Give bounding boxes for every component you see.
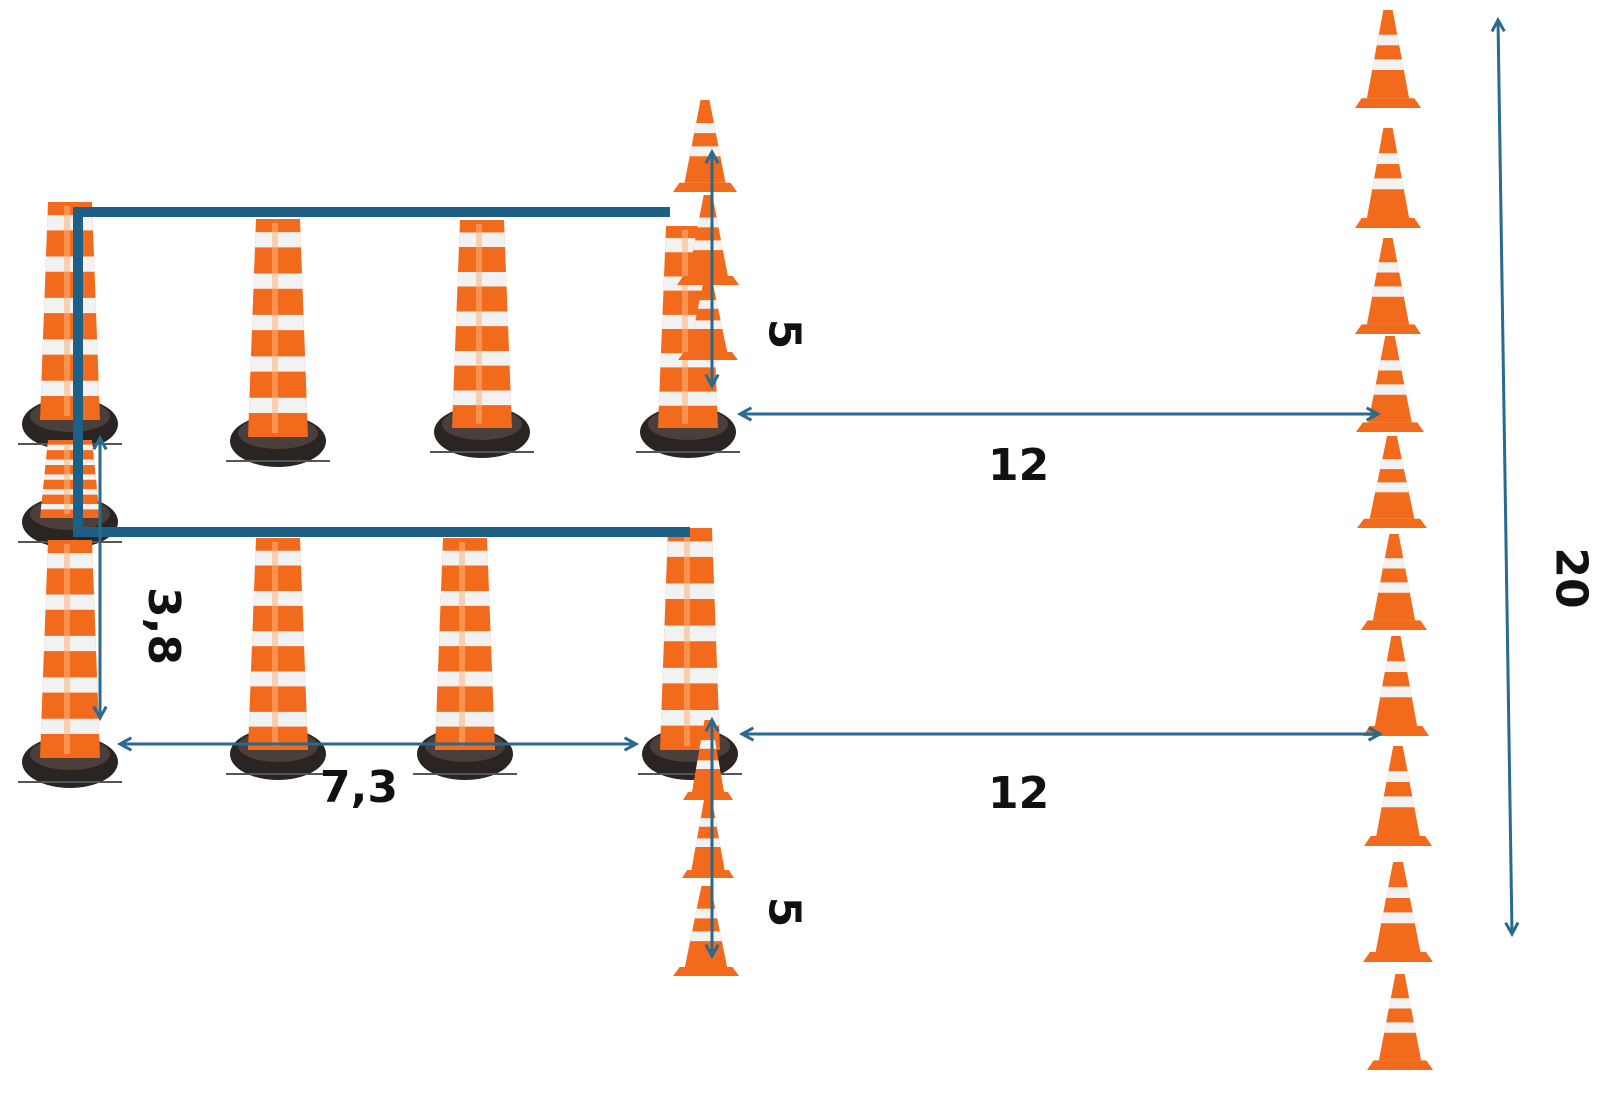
bottom-cone-gap-label: 5: [758, 896, 810, 928]
box-height-label: 3,8: [137, 587, 189, 665]
traffic-barrel-icon: [18, 540, 122, 788]
dimension-arrows: [92, 16, 1520, 960]
traffic-cone-icon: [1356, 336, 1424, 432]
box-outline: [73, 207, 690, 537]
traffic-cone-icon: [1363, 636, 1429, 736]
traffic-barrel-icon: [430, 220, 534, 458]
traffic-cone-icon: [1357, 436, 1427, 528]
traffic-cone-icon: [682, 798, 734, 878]
top-cone-gap-label: 5: [758, 318, 810, 350]
box-outline-path: [73, 207, 690, 537]
box-height-arrow: [92, 434, 108, 722]
traffic-cone-icon: [1355, 238, 1421, 334]
traffic-cone-icon: [673, 100, 737, 192]
traffic-cone-icon: [683, 720, 733, 800]
traffic-cone-icon: [678, 280, 738, 360]
traffic-cone-icon: [1355, 128, 1421, 228]
traffic-barrel-icon: [226, 538, 330, 780]
traffic-barrel-icon: [226, 219, 330, 467]
bottom-lane-arrow: [738, 726, 1384, 742]
top-lane-arrow: [736, 406, 1382, 422]
box-width-label: 7,3: [320, 762, 398, 813]
traffic-cone-icon: [1363, 862, 1433, 962]
cone-line-arrow: [1490, 16, 1520, 938]
cone-group: [673, 10, 1433, 1070]
traffic-barrel-icon: [638, 528, 742, 780]
bottom-lane-length-label: 12: [988, 768, 1050, 819]
top-cone-gap-arrow: [704, 148, 720, 390]
barrel-group: [18, 202, 742, 788]
traffic-barrel-icon: [413, 538, 517, 780]
traffic-cone-icon: [1355, 10, 1421, 108]
bottom-cone-gap-arrow: [704, 716, 720, 960]
traffic-cone-icon: [1361, 534, 1427, 630]
traffic-cone-icon: [1364, 746, 1432, 846]
traffic-cone-icon: [1367, 974, 1433, 1070]
box-width-arrow: [116, 736, 640, 752]
traffic-barrel-icon: [18, 202, 122, 450]
top-lane-length-label: 12: [988, 440, 1050, 491]
cone-line-length-label: 20: [1545, 547, 1597, 609]
traffic-cone-icon: [673, 886, 739, 976]
traffic-barrel-icon: [18, 440, 122, 548]
